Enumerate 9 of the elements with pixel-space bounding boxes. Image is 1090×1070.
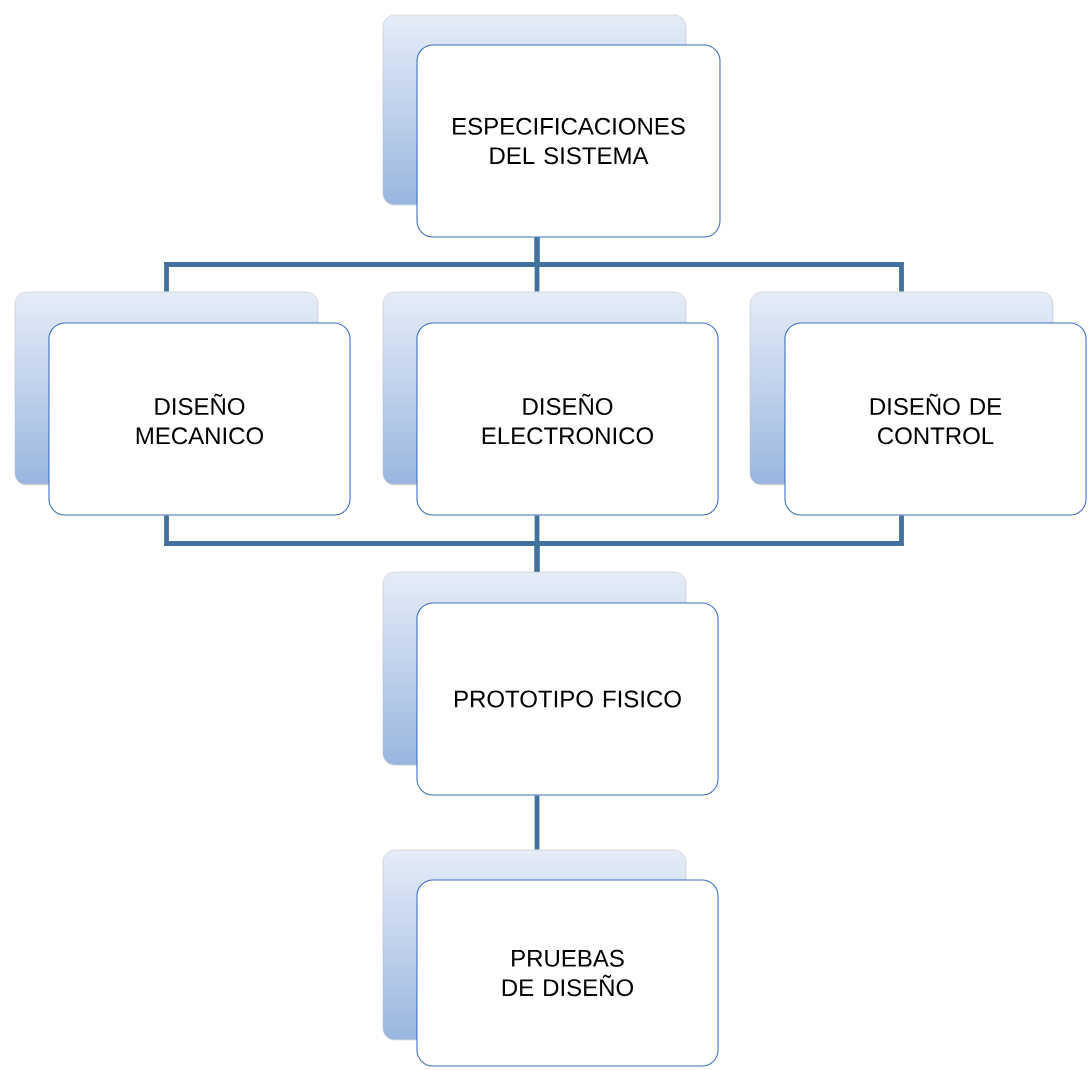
connector-line [534, 515, 904, 572]
connector-line [534, 237, 904, 292]
card-box: DISEÑO MECANICO [14, 291, 351, 516]
card-box: DISEÑO DE CONTROL [749, 291, 1087, 516]
card-box: DISEÑO ELECTRONICO [382, 291, 719, 516]
card-box: PROTOTIPO FISICO [382, 571, 719, 796]
card-box: PRUEBAS DE DISEÑO [382, 849, 719, 1067]
connector-line [534, 795, 540, 850]
card-box: ESPECIFICACIONES DEL SISTEMA [382, 14, 721, 238]
